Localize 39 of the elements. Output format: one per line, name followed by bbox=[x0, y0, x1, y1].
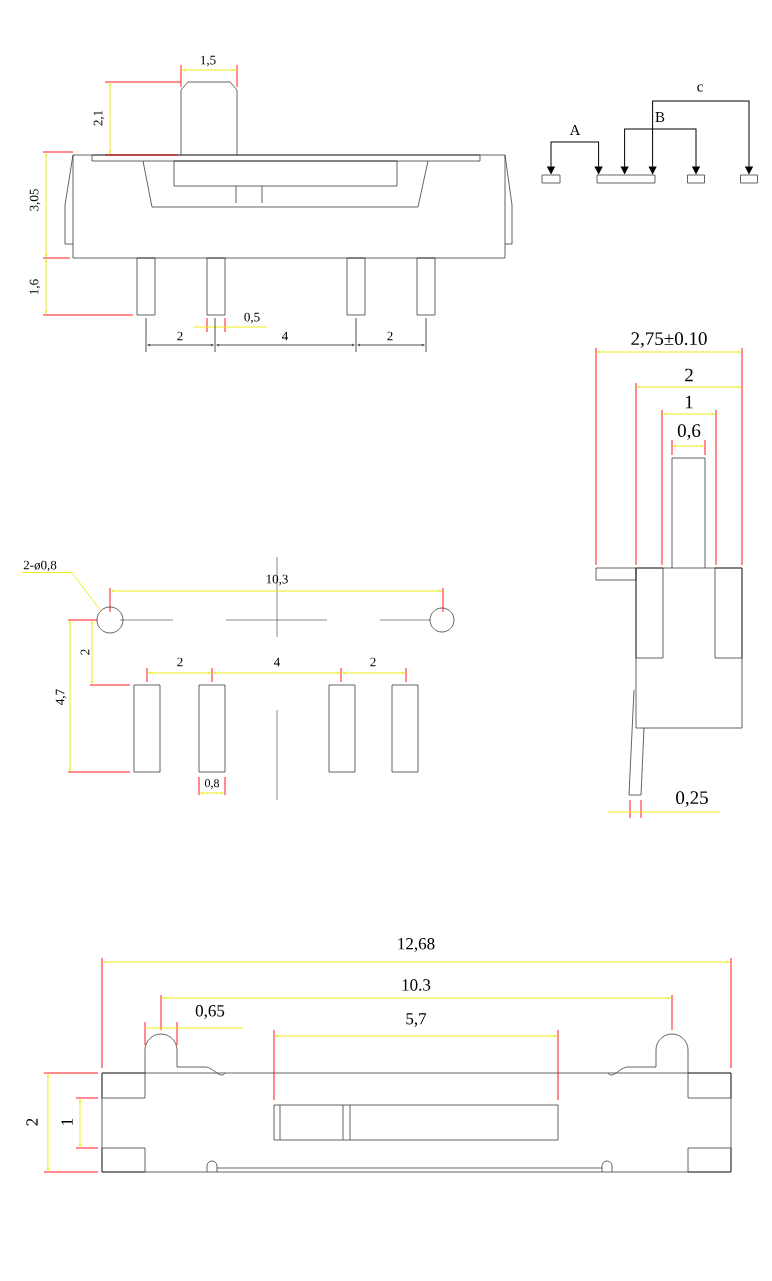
dimension-label: 2 bbox=[177, 657, 183, 667]
dimension-label: 0,8 bbox=[204, 779, 220, 789]
dimension-label: 2 bbox=[387, 331, 393, 341]
dimension-label: 12,68 bbox=[398, 938, 435, 952]
dimension-label: 4 bbox=[274, 657, 281, 667]
switch-contact-arrow bbox=[547, 141, 603, 174]
dimension-label: 2,1 bbox=[93, 110, 105, 126]
dimension-label: 2 bbox=[370, 657, 376, 667]
edge-label: B bbox=[654, 111, 666, 123]
leader-label: 2-ø0,8 bbox=[23, 560, 57, 572]
leader-line bbox=[21, 572, 101, 611]
dimension-label: 4,7 bbox=[55, 689, 67, 705]
dimension-label: 0,5 bbox=[244, 312, 260, 324]
dimension-label: 2 bbox=[26, 1118, 38, 1126]
dimension-label: 10.3 bbox=[402, 979, 431, 991]
dimension-label: 1,6 bbox=[29, 279, 41, 294]
switch-contact-arrow bbox=[620, 128, 700, 174]
dimension-label: 5,7 bbox=[406, 1013, 427, 1027]
dimension-label: 2 bbox=[177, 331, 183, 341]
dimension-label: 0,25 bbox=[676, 791, 708, 807]
mounting-hole bbox=[96, 606, 124, 634]
dimension-label: 4 bbox=[282, 331, 289, 341]
edge-label: c bbox=[695, 83, 705, 93]
dimension-label: 0,6 bbox=[677, 424, 701, 440]
dimension-label: 2 bbox=[685, 368, 693, 382]
dimension-label: 1 bbox=[685, 395, 693, 409]
dimension-label: 2,75±0.10 bbox=[631, 332, 707, 348]
terminal-pad bbox=[687, 174, 705, 184]
dimension-label: 10,3 bbox=[266, 574, 288, 586]
switch-contact-arrow bbox=[648, 100, 753, 174]
terminal-pad bbox=[740, 174, 758, 184]
dimension-label: 1,5 bbox=[201, 55, 216, 67]
edge-label: A bbox=[568, 124, 582, 136]
dimension-label: 3,05 bbox=[29, 189, 41, 211]
dimension-label: 2 bbox=[80, 649, 90, 655]
dimension-label: 0,65 bbox=[195, 1005, 225, 1019]
terminal-pad bbox=[541, 174, 561, 184]
dimension-label: 1 bbox=[61, 1118, 73, 1125]
terminal-pad bbox=[596, 174, 656, 184]
